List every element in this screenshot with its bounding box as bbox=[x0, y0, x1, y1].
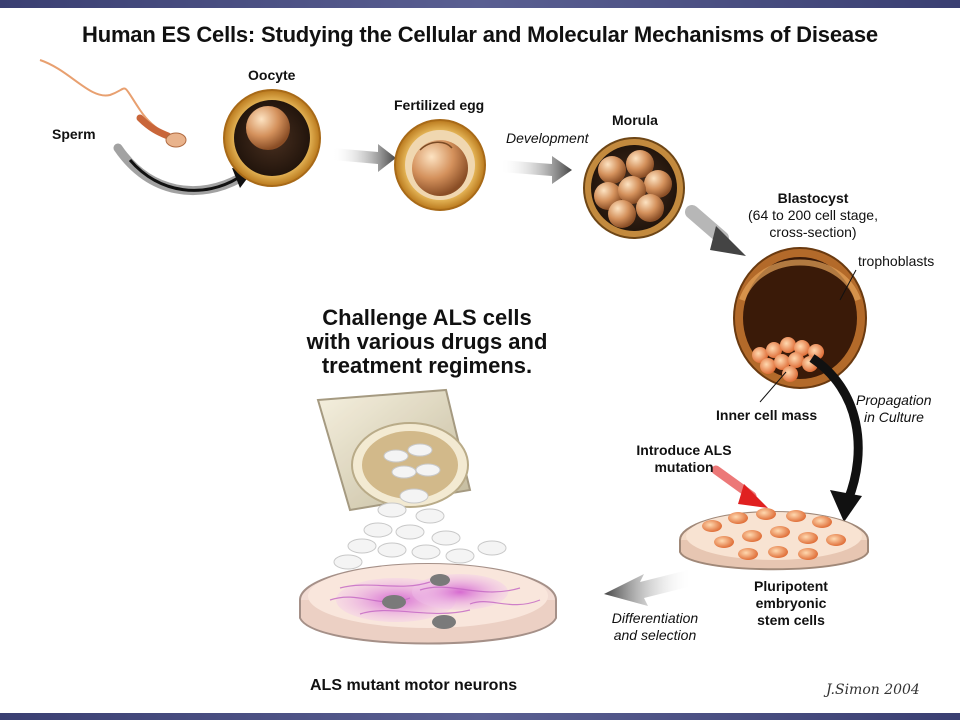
header-band bbox=[0, 0, 960, 8]
inner-cell-mass-leader bbox=[759, 371, 787, 403]
label-propagation: Propagation in Culture bbox=[856, 392, 932, 426]
label-fertilized-egg: Fertilized egg bbox=[394, 97, 485, 113]
label-trophoblasts: trophoblasts bbox=[858, 253, 935, 269]
label-inner-cell-mass: Inner cell mass bbox=[716, 407, 818, 423]
stem-cell-dish-icon bbox=[679, 508, 869, 571]
propagation-line2: in Culture bbox=[864, 409, 924, 425]
differentiation-line2: and selection bbox=[613, 627, 697, 643]
footer-band bbox=[0, 713, 960, 720]
challenge-line2: with various drugs and bbox=[306, 329, 548, 354]
pluripotent-line1: Pluripotent bbox=[754, 578, 828, 594]
arrow-propagation bbox=[809, 354, 863, 522]
blastocyst-line2: cross-section) bbox=[769, 224, 857, 240]
label-pluripotent: Pluripotent embryonic stem cells bbox=[736, 578, 846, 629]
label-introduce-mutation: Introduce ALS mutation bbox=[624, 442, 744, 476]
label-sperm: Sperm bbox=[52, 126, 96, 142]
label-blastocyst: Blastocyst (64 to 200 cell stage, cross-… bbox=[728, 190, 898, 241]
label-development: Development bbox=[506, 130, 589, 146]
introduce-line1: Introduce ALS bbox=[636, 442, 732, 458]
blastocyst-title: Blastocyst bbox=[777, 190, 849, 206]
sperm-icon bbox=[39, 59, 187, 148]
pluripotent-line2: embryonic bbox=[755, 595, 827, 611]
arrow-oocyte-to-egg bbox=[332, 144, 396, 172]
trophoblasts-leader bbox=[839, 269, 857, 301]
challenge-line3: treatment regimens. bbox=[321, 353, 533, 378]
morula-icon bbox=[583, 137, 685, 239]
fertilized-egg-icon bbox=[394, 119, 486, 211]
introduce-line2: mutation bbox=[654, 459, 714, 475]
arrow-morula-to-blastocyst bbox=[685, 205, 746, 256]
label-morula: Morula bbox=[612, 112, 658, 128]
differentiation-line1: Differentiation bbox=[611, 610, 699, 626]
label-motor-neurons: ALS mutant motor neurons bbox=[310, 677, 518, 694]
propagation-line1: Propagation bbox=[856, 392, 932, 408]
blastocyst-icon bbox=[733, 247, 867, 389]
label-oocyte: Oocyte bbox=[248, 67, 296, 83]
arrow-differentiation bbox=[604, 570, 692, 606]
label-differentiation: Differentiation and selection bbox=[600, 610, 710, 644]
slide-title: Human ES Cells: Studying the Cellular an… bbox=[82, 22, 878, 47]
arrow-egg-to-morula bbox=[500, 156, 572, 184]
pill-bottle-icon bbox=[316, 388, 507, 570]
mutation-arrow-icon bbox=[711, 465, 768, 508]
motor-neuron-dish-icon bbox=[299, 563, 557, 645]
artist-signature: J.Simon 2004 bbox=[826, 682, 920, 698]
pluripotent-line3: stem cells bbox=[757, 612, 825, 628]
blastocyst-line1: (64 to 200 cell stage, bbox=[748, 207, 878, 223]
challenge-line1: Challenge ALS cells bbox=[322, 305, 532, 330]
oocyte-icon bbox=[223, 89, 321, 187]
challenge-heading: Challenge ALS cells with various drugs a… bbox=[282, 306, 572, 378]
